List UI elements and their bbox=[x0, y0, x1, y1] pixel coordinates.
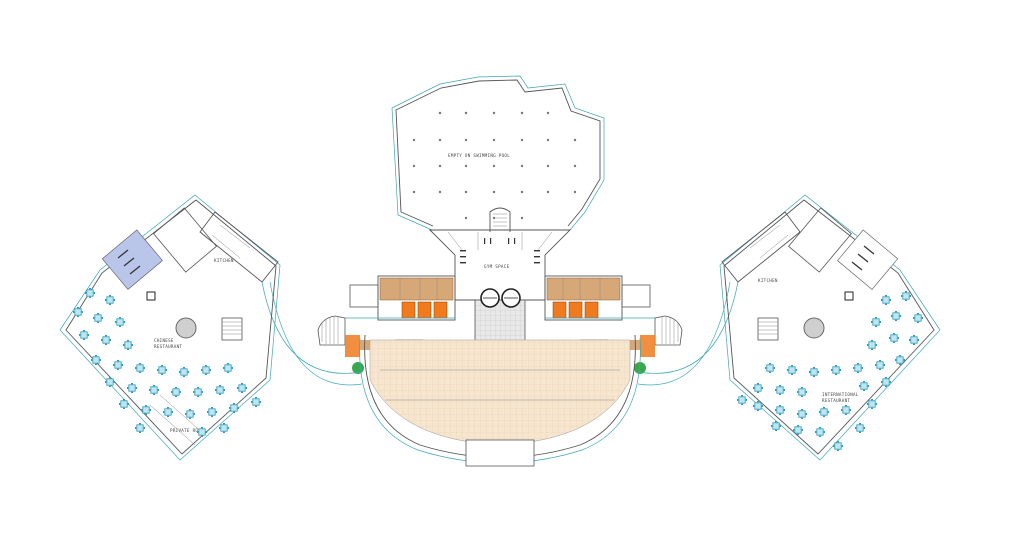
round-column bbox=[803, 317, 825, 339]
stair-icon bbox=[757, 317, 779, 341]
lobby bbox=[359, 334, 641, 467]
private-room-label: PRIVATE ROOM bbox=[170, 428, 204, 433]
gym-equipment bbox=[460, 238, 540, 264]
gym-label: GYM SPACE bbox=[484, 264, 510, 269]
stair-left bbox=[317, 315, 346, 346]
wood-floor-room bbox=[546, 277, 621, 301]
chinese-restaurant-label-2: RESTAURANT bbox=[154, 344, 182, 349]
stair-icon bbox=[221, 317, 243, 341]
dining-tables bbox=[72, 287, 262, 438]
right-restaurant-building: KITCHEN INTERNATIONAL RESTAURANT bbox=[719, 194, 941, 461]
stair-right bbox=[654, 315, 683, 346]
international-restaurant-label-1: INTERNATIONAL bbox=[822, 392, 859, 397]
round-column bbox=[175, 317, 197, 339]
bridge-right bbox=[637, 281, 739, 386]
plant-icon bbox=[634, 362, 646, 374]
pool-label: EMPTY ON SWIMMING POOL bbox=[448, 153, 510, 158]
international-restaurant-label-2: RESTAURANT bbox=[822, 398, 850, 403]
elevator-icon bbox=[146, 291, 156, 301]
pool-columns bbox=[412, 111, 577, 220]
elevator-icon bbox=[844, 291, 854, 301]
left-restaurant-building: KITCHEN CHINESE RESTAURANT PRIVATE ROOM bbox=[59, 194, 281, 461]
plant-icon bbox=[352, 362, 364, 374]
stair-icon bbox=[851, 245, 875, 271]
bridge-left bbox=[261, 281, 363, 386]
wood-floor-room bbox=[379, 277, 454, 301]
chinese-restaurant-label-1: CHINESE bbox=[154, 338, 174, 343]
pool-outline bbox=[391, 75, 605, 231]
kitchen-right-label: KITCHEN bbox=[758, 278, 778, 283]
stair-icon bbox=[117, 249, 141, 275]
gym-stair bbox=[489, 207, 511, 232]
kitchen-left-label: KITCHEN bbox=[214, 258, 234, 263]
swimming-pool-area: EMPTY ON SWIMMING POOL bbox=[391, 75, 605, 231]
entrance-canopy bbox=[465, 439, 535, 467]
service-room bbox=[401, 301, 416, 319]
